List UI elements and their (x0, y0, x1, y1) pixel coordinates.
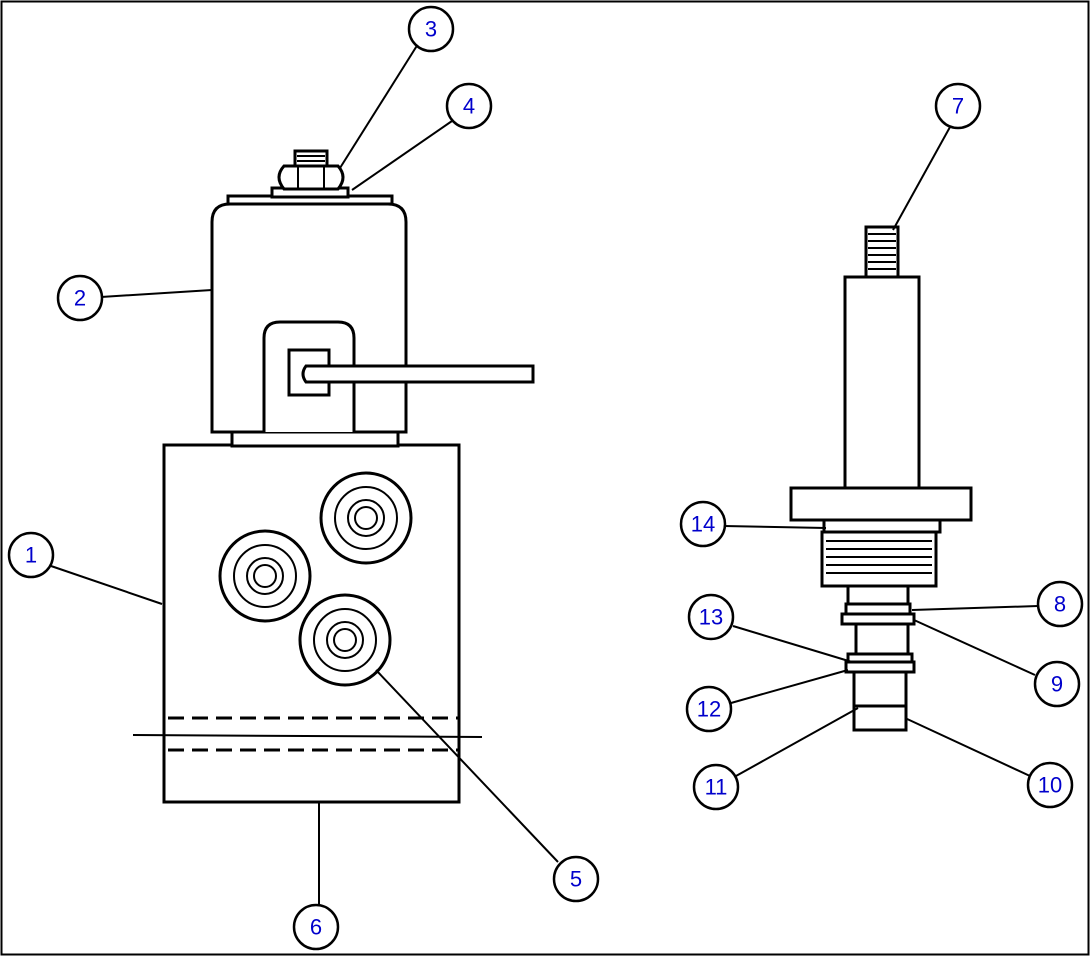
callout-12-label: 12 (697, 697, 721, 722)
spool-mid (854, 622, 910, 656)
callout-13-label: 13 (699, 605, 723, 630)
callout-4: 4 (445, 82, 493, 130)
callout-13: 13 (687, 593, 735, 641)
port-lower (298, 593, 392, 687)
callout-5: 5 (552, 855, 600, 903)
callout-11-label: 11 (705, 775, 728, 800)
callout-8: 8 (1036, 580, 1084, 628)
callout-10: 10 (1026, 761, 1074, 809)
callout-2: 2 (56, 274, 104, 322)
spool-lower (852, 670, 908, 708)
callout-8-label: 8 (1054, 592, 1066, 617)
port-left (218, 529, 312, 623)
callout-7: 7 (934, 82, 982, 130)
callout-14-label: 14 (691, 512, 715, 537)
callout-3: 3 (407, 5, 455, 53)
callout-14: 14 (679, 500, 727, 548)
lead-wire (301, 364, 535, 384)
valve-assembly (132, 149, 535, 804)
callout-7-label: 7 (952, 94, 964, 119)
callout-2-label: 2 (74, 286, 86, 311)
cartridge-assembly (789, 225, 973, 732)
callout-1-label: 1 (25, 543, 37, 568)
hex-nut (277, 164, 345, 191)
stud (293, 149, 329, 168)
callout-9-label: 9 (1051, 672, 1063, 697)
callout-1: 1 (7, 531, 55, 579)
callout-3-label: 3 (425, 17, 437, 42)
cartridge-tube (843, 275, 921, 490)
callout-5-label: 5 (570, 867, 582, 892)
callout-4-label: 4 (463, 94, 475, 119)
block-center-line (132, 734, 483, 738)
callout-10-label: 10 (1038, 773, 1062, 798)
leader-lines (50, 43, 1039, 906)
callout-12: 12 (685, 685, 733, 733)
spool-upper (846, 584, 910, 606)
callout-11: 11 (692, 763, 740, 811)
seal-ring-14 (822, 518, 942, 534)
callout-9: 9 (1033, 660, 1081, 708)
callout-6: 6 (292, 903, 340, 951)
cartridge-flange (789, 486, 973, 522)
spool-tip (852, 704, 908, 732)
callout-6-label: 6 (310, 915, 322, 940)
port-upper-right (319, 471, 413, 565)
coil-base (230, 430, 400, 448)
